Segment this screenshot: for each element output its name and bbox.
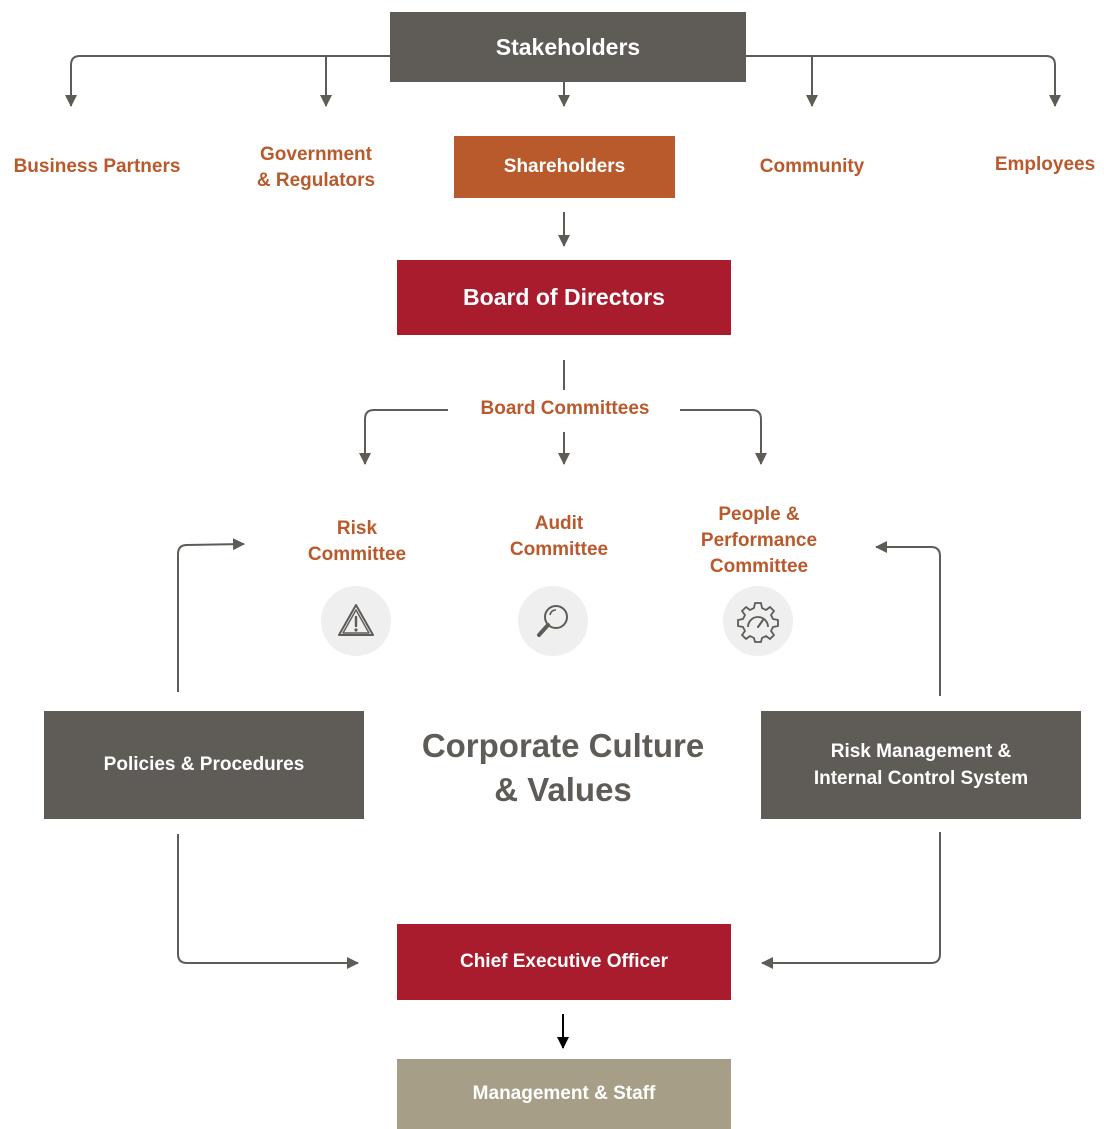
business-partners-label: Business Partners	[13, 156, 181, 177]
ceo-label: Chief Executive Officer	[459, 951, 669, 972]
risk-management-box: Risk Management & Internal Control Syste…	[761, 711, 1081, 819]
policies-procedures-box: Policies & Procedures	[44, 711, 364, 819]
audit-committee-icon-circle	[518, 586, 588, 656]
arrow-policies-to-ceo	[177, 834, 359, 969]
board-of-directors-box: Board of Directors	[397, 260, 731, 335]
arrow-to-employees	[746, 55, 1061, 107]
government-regulators-label: Government & Regulators	[256, 144, 376, 191]
magnifier-icon	[537, 605, 568, 637]
policies-procedures-label: Policies & Procedures	[103, 754, 305, 775]
gear-gauge-icon	[737, 602, 779, 643]
ceo-box: Chief Executive Officer	[397, 924, 731, 1000]
board-of-directors-label: Board of Directors	[463, 284, 665, 310]
shareholders-box: Shareholders	[454, 136, 675, 198]
management-staff-box: Management & Staff	[397, 1059, 731, 1129]
community-label: Community	[759, 156, 865, 177]
audit-committee-label: Audit Committee	[509, 513, 609, 560]
risk-committee-label: Risk Committee	[307, 518, 407, 565]
corporate-culture-values-title: Corporate Culture & Values	[421, 727, 705, 808]
arrow-riskmgmt-to-ceo	[761, 832, 941, 969]
arrow-to-business-partners	[65, 55, 390, 107]
arrow-to-risk-committee	[359, 409, 448, 465]
risk-management-label-line2: Internal Control System	[813, 768, 1029, 789]
people-committee-icon-circle	[723, 586, 793, 656]
management-staff-label: Management & Staff	[472, 1083, 656, 1104]
people-performance-committee-label: People & Performance Committee	[700, 504, 818, 577]
shareholders-label: Shareholders	[503, 156, 626, 177]
board-committees-label: Board Committees	[480, 398, 650, 419]
employees-label: Employees	[994, 154, 1096, 175]
risk-management-label-line1: Risk Management &	[830, 741, 1012, 762]
arrow-to-people-committee	[680, 409, 767, 465]
stakeholders-label: Stakeholders	[495, 33, 641, 60]
arrow-riskmgmt-to-people	[875, 541, 941, 696]
risk-committee-icon-circle	[321, 586, 391, 656]
arrow-policies-to-risk	[177, 538, 245, 692]
stakeholders-box: Stakeholders	[390, 12, 746, 82]
warning-triangle-icon	[338, 604, 374, 636]
